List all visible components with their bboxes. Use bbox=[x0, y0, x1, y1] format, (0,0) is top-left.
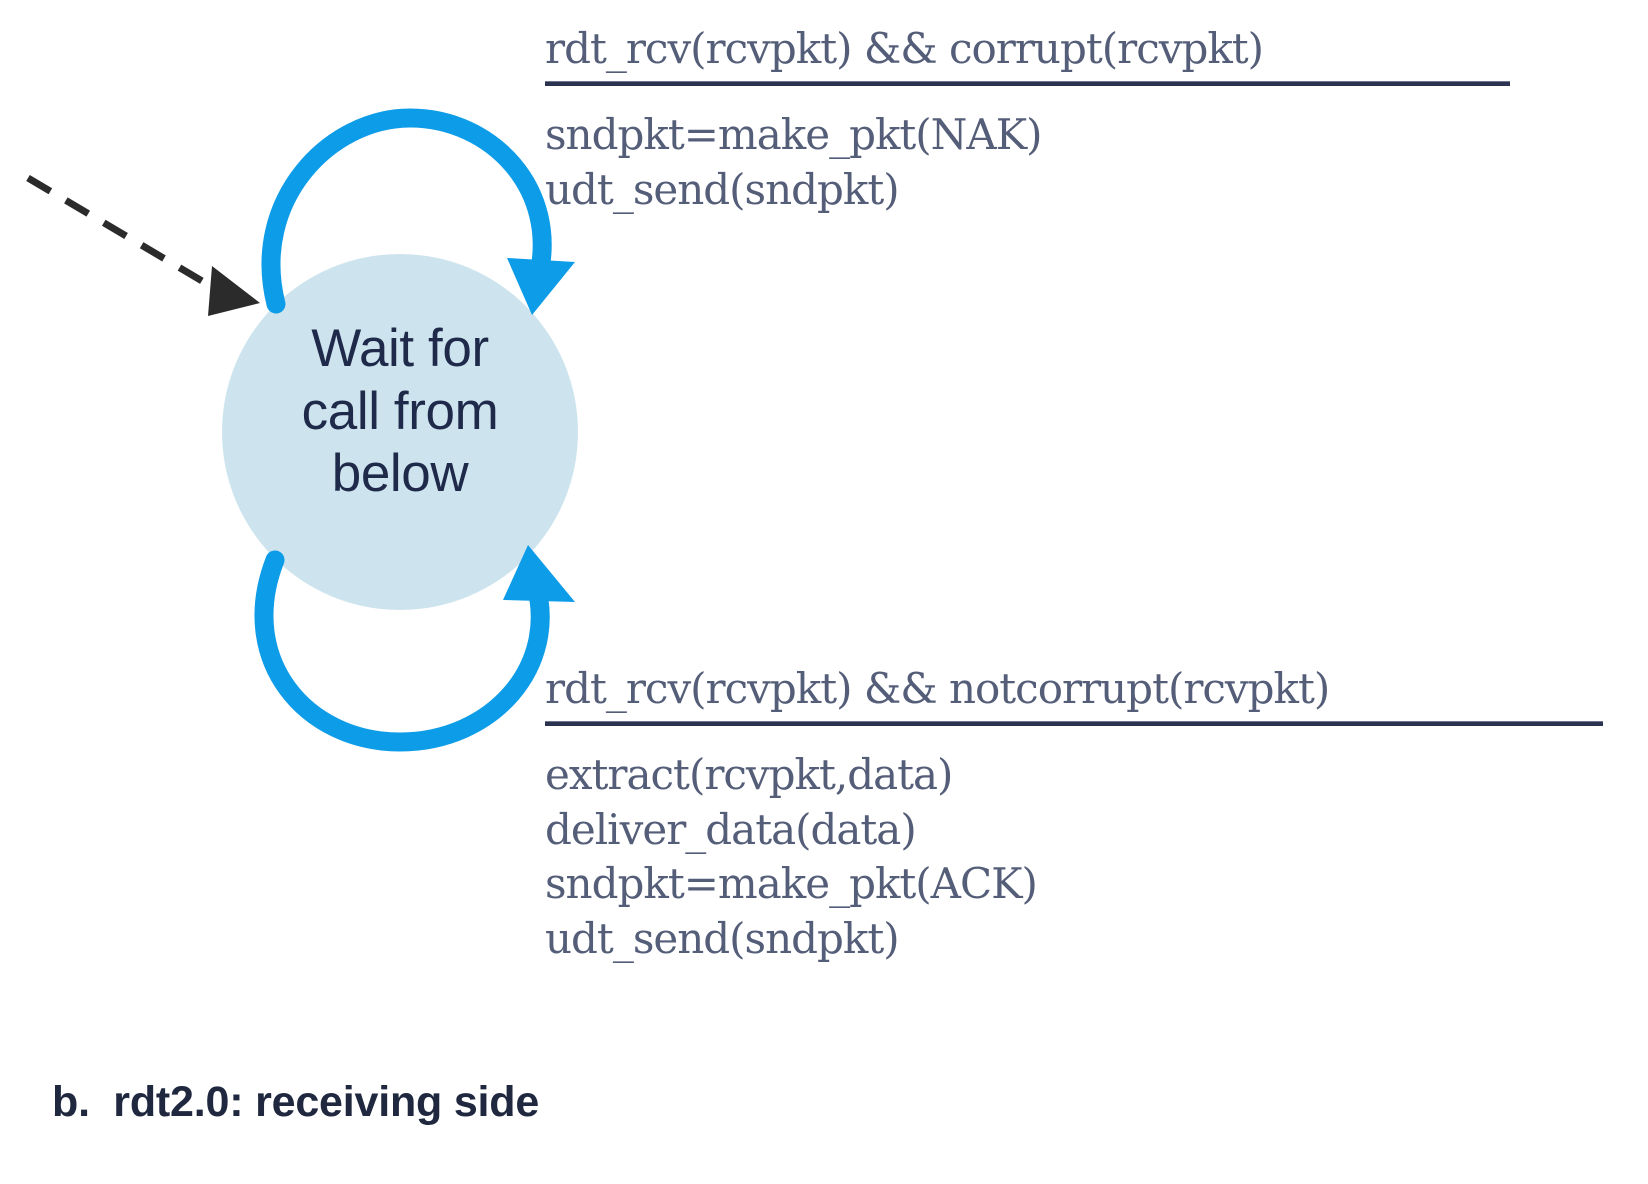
transition-annotation-notcorrupt: rdt_rcv(rcvpkt) && notcorrupt(rcvpkt) ex… bbox=[545, 668, 1645, 966]
transition-condition: rdt_rcv(rcvpkt) && notcorrupt(rcvpkt) bbox=[545, 664, 1330, 713]
transition-action: udt_send(sndpkt) bbox=[545, 913, 900, 963]
transition-action: sndpkt=make_pkt(ACK) bbox=[545, 859, 1038, 909]
state-label: Wait for call from below bbox=[301, 319, 499, 504]
transition-action: sndpkt=make_pkt(NAK) bbox=[545, 110, 1043, 159]
state-circle bbox=[222, 254, 578, 610]
transition-annotation-corrupt: rdt_rcv(rcvpkt) && corrupt(rcvpkt) sndpk… bbox=[545, 28, 1635, 217]
transition-action: extract(rcvpkt,data) bbox=[545, 750, 953, 799]
self-loop-top bbox=[261, 108, 575, 315]
transition-condition: rdt_rcv(rcvpkt) && corrupt(rcvpkt) bbox=[545, 24, 1264, 73]
self-loop-bottom bbox=[254, 545, 575, 752]
transition-action: deliver_data(data) bbox=[545, 804, 917, 854]
figure-caption: b. rdt2.0: receiving side bbox=[52, 1078, 540, 1126]
transition-action: udt_send(sndpkt) bbox=[545, 164, 900, 214]
entry-arrow bbox=[26, 174, 260, 316]
transition-divider bbox=[545, 721, 1603, 726]
transition-divider bbox=[545, 81, 1510, 86]
